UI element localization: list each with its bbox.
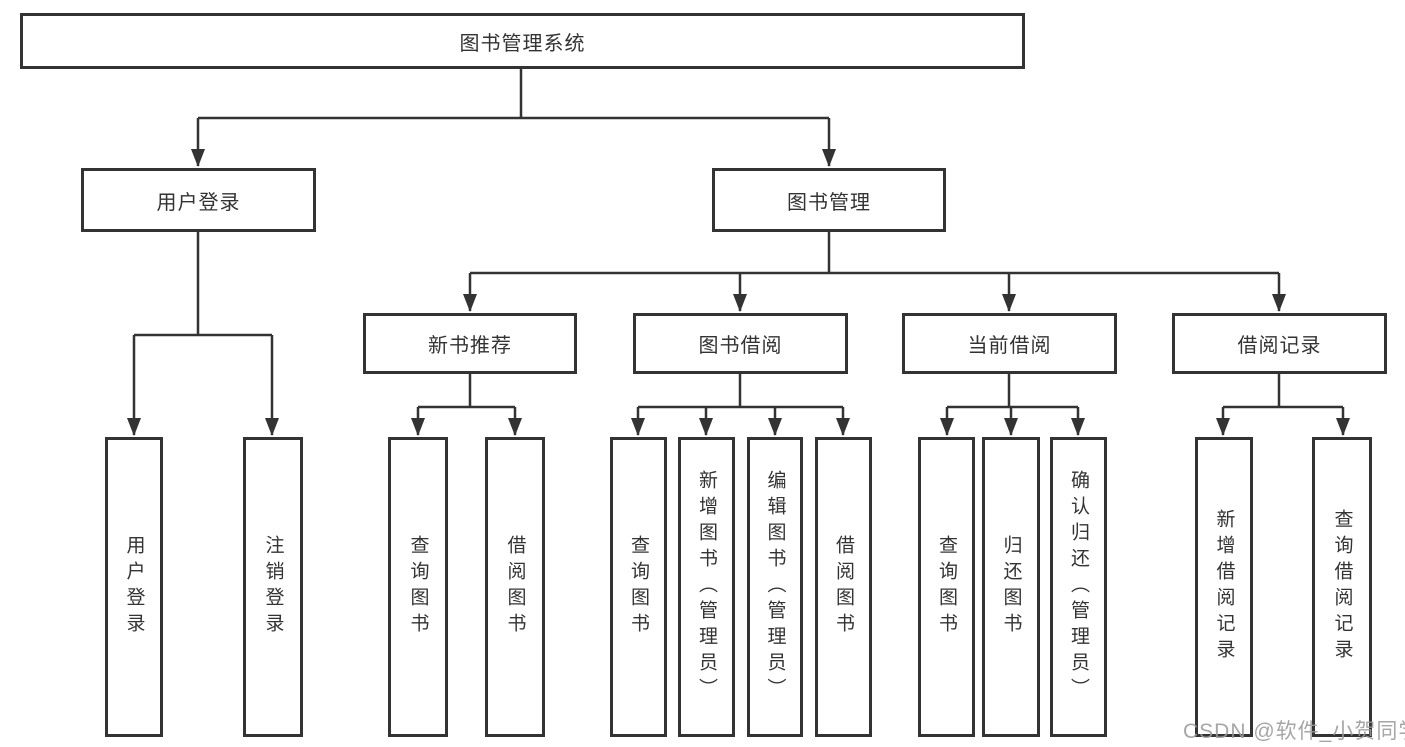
leaf-edit-book-admin: 编辑图书（管理员） [747, 437, 803, 737]
node-label: 当前借阅 [967, 335, 1052, 357]
leaf-return-book: 归还图书 [982, 437, 1040, 737]
node-label: 用户登录 [156, 191, 241, 214]
leaf-label: 编辑图书（管理员） [764, 470, 786, 704]
leaf-label: 新增借阅记录 [1213, 509, 1235, 665]
leaf-add-book-admin: 新增图书（管理员） [678, 437, 735, 737]
leaf-add-borrow-record: 新增借阅记录 [1195, 437, 1253, 737]
leaf-borrow-books-recommend: 借阅图书 [485, 437, 545, 737]
node-label: 图书管理系统 [459, 32, 586, 55]
node-label: 图书借阅 [698, 335, 783, 357]
leaf-label: 查询借阅记录 [1331, 509, 1353, 665]
leaf-confirm-return-admin: 确认归还（管理员） [1050, 437, 1107, 737]
leaf-query-books-recommend: 查询图书 [388, 437, 448, 737]
node-borrowing-records: 借阅记录 [1172, 313, 1387, 374]
node-current-borrowing: 当前借阅 [902, 313, 1117, 374]
leaf-label: 借阅图书 [504, 535, 526, 639]
leaf-label: 查询图书 [628, 535, 649, 639]
leaf-label: 查询图书 [407, 535, 429, 639]
leaf-label: 确认归还（管理员） [1068, 470, 1089, 704]
node-new-book-recommendation: 新书推荐 [363, 313, 577, 374]
leaf-query-books-current: 查询图书 [918, 437, 975, 737]
leaf-label: 新增图书（管理员） [696, 470, 717, 704]
node-user-login: 用户登录 [81, 168, 316, 232]
leaf-label: 归还图书 [1000, 535, 1022, 639]
node-label: 图书管理 [787, 191, 871, 214]
watermark: CSDN @软件_小贺同学 [1183, 720, 1405, 743]
node-book-management: 图书管理 [712, 168, 946, 232]
leaf-user-login: 用户登录 [105, 437, 163, 737]
node-library-management-system: 图书管理系统 [20, 13, 1025, 69]
leaf-query-borrow-record: 查询借阅记录 [1312, 437, 1372, 737]
leaf-logout: 注销登录 [243, 437, 303, 737]
leaf-label: 借阅图书 [833, 535, 854, 639]
leaf-label: 注销登录 [262, 535, 284, 639]
node-book-borrowing: 图书借阅 [633, 313, 848, 374]
leaf-query-books-borrowing: 查询图书 [610, 437, 667, 737]
node-label: 新书推荐 [428, 335, 512, 357]
leaf-borrow-books-borrowing: 借阅图书 [815, 437, 872, 737]
leaf-label: 查询图书 [936, 535, 957, 639]
node-label: 借阅记录 [1237, 335, 1322, 357]
leaf-label: 用户登录 [123, 535, 145, 639]
